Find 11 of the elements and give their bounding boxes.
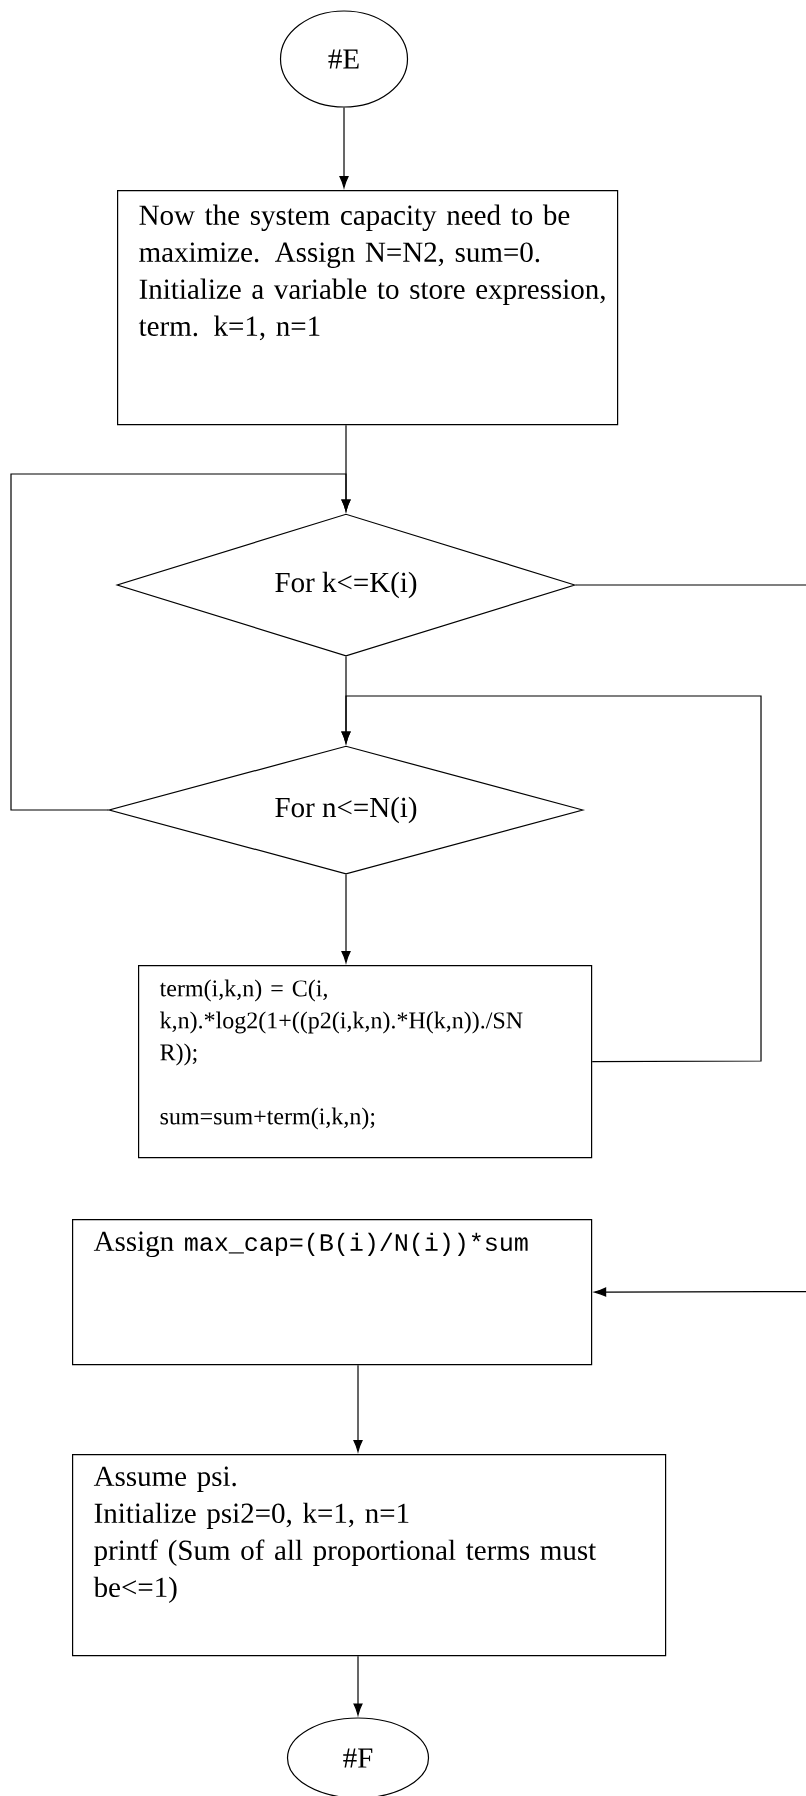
process-box: Assign max_cap=(B(i)/N(i))*sum — [72, 1219, 593, 1366]
arrow — [575, 584, 806, 1297]
process-box: Now the system capacity need to be maximize. Assign N=N2, sum=0. Initialize a variable to store expression, term. k=1, n=1 — [117, 190, 619, 426]
arrow — [341, 874, 351, 963]
process-box: Assume psi. Initialize psi2=0, k=1, n=1 printf (Sum of all proportional terms must be<=1) — [72, 1454, 667, 1657]
arrow — [339, 107, 349, 188]
arrow — [10, 473, 351, 811]
arrow — [353, 1655, 363, 1716]
arrow — [341, 695, 762, 1063]
process-box: term(i,k,n) = C(i, k,n).*log2(1+((p2(i,k,n).*H(k,n))./SN R)); sum=sum+term(i,k,n); — [138, 965, 593, 1159]
arrow — [353, 1364, 363, 1453]
